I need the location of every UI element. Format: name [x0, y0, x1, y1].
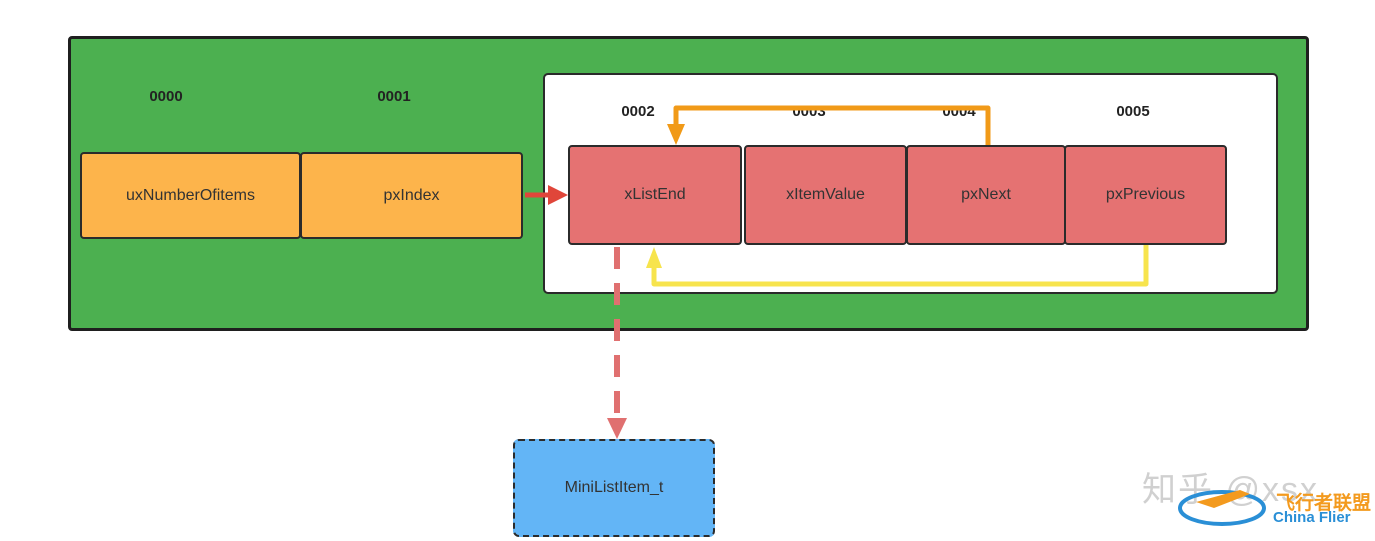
logo-chinese-text: 飞行者联盟: [1276, 492, 1372, 514]
watermark-text: 知乎 @xsx: [1142, 471, 1319, 509]
ux-number-of-items-box: uxNumberOfitems: [80, 152, 301, 239]
px-index-box: pxIndex: [300, 152, 523, 239]
address-label-0000: 0000: [149, 88, 183, 105]
px-previous-box: pxPrevious: [1064, 145, 1227, 245]
address-label-0001: 0001: [377, 88, 411, 105]
px-next-box: pxNext: [906, 145, 1066, 245]
logo-english-text: China Flier: [1273, 509, 1351, 526]
address-label-0005: 0005: [1116, 103, 1150, 120]
px-index-arrow: [525, 185, 568, 205]
mini-list-item-box: MiniListItem_t: [513, 439, 715, 537]
px-next-arrow: [667, 105, 991, 145]
x-list-end-box: xListEnd: [568, 145, 742, 245]
px-previous-arrow: [646, 245, 1149, 287]
mini-list-item-arrow: [607, 247, 627, 439]
address-label-0002: 0002: [621, 103, 655, 120]
x-item-value-box: xItemValue: [744, 145, 907, 245]
